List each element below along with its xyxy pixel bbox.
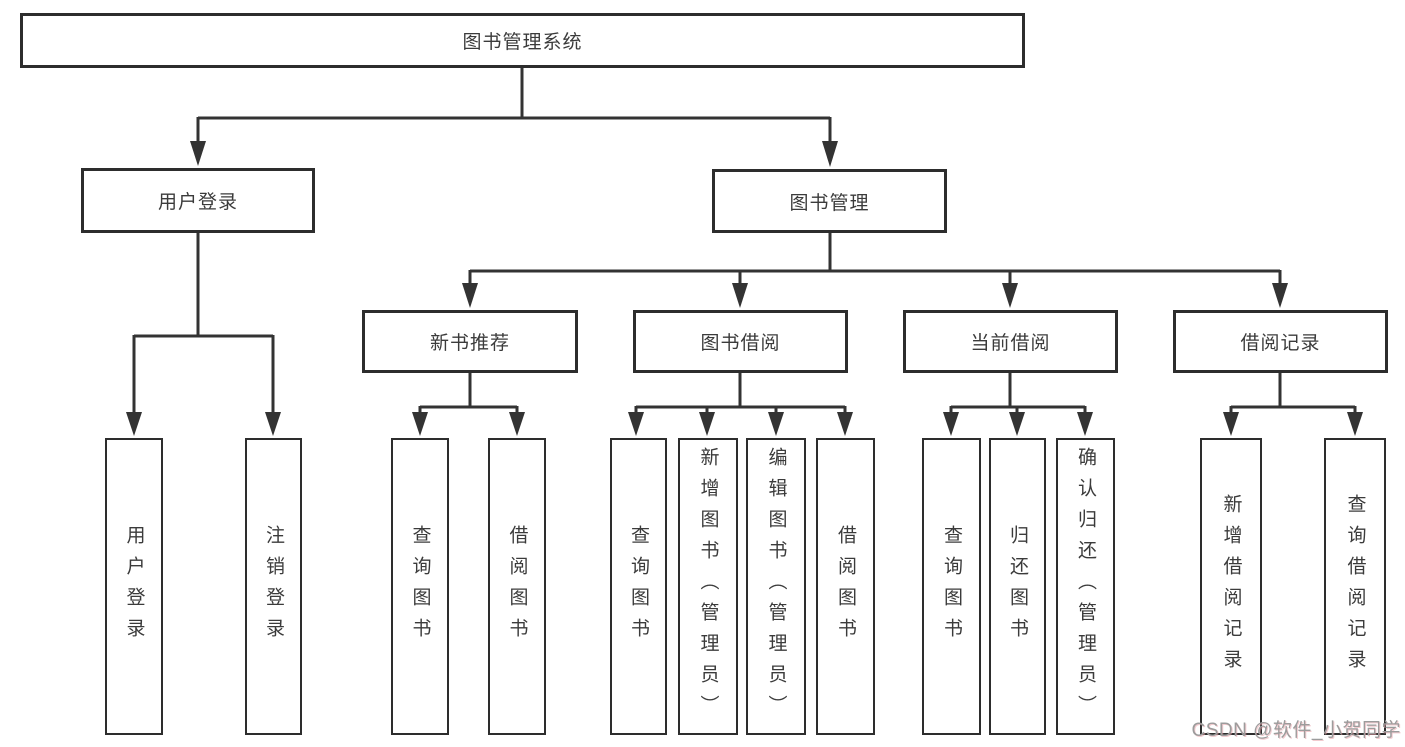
- node-cb-return-book: 归还图书: [989, 438, 1046, 735]
- node-new-book-recommend: 新书推荐: [362, 310, 578, 373]
- node-leaf-user-login: 用户登录: [105, 438, 163, 735]
- node-cb-return-book-label: 归还图书: [1007, 524, 1028, 649]
- node-bb-add-book: 新增图书（管理员）: [678, 438, 738, 735]
- node-bb-edit-book-label: 编辑图书（管理员）: [765, 447, 787, 726]
- node-root: 图书管理系统: [20, 13, 1025, 68]
- node-nb-query-book: 查询图书: [391, 438, 449, 735]
- node-nb-borrow-book-label: 借阅图书: [506, 524, 528, 649]
- node-br-add-record: 新增借阅记录: [1200, 438, 1262, 735]
- node-book-borrow: 图书借阅: [633, 310, 848, 373]
- node-leaf-logout-label: 注销登录: [263, 524, 284, 649]
- node-nb-borrow-book: 借阅图书: [488, 438, 546, 735]
- node-book-management: 图书管理: [712, 169, 947, 233]
- node-br-query-record-label: 查询借阅记录: [1344, 493, 1366, 680]
- node-leaf-logout: 注销登录: [245, 438, 302, 735]
- watermark: CSDN @软件_小贺同学: [1191, 720, 1401, 741]
- node-cb-confirm-return: 确认归还（管理员）: [1056, 438, 1115, 735]
- node-bb-query-book: 查询图书: [610, 438, 667, 735]
- node-nb-query-book-label: 查询图书: [409, 524, 431, 649]
- node-user-login: 用户登录: [81, 168, 315, 233]
- node-cb-query-book: 查询图书: [922, 438, 981, 735]
- node-bb-query-book-label: 查询图书: [628, 524, 649, 649]
- node-cb-confirm-return-label: 确认归还（管理员）: [1075, 447, 1096, 726]
- node-br-query-record: 查询借阅记录: [1324, 438, 1386, 735]
- node-cb-query-book-label: 查询图书: [941, 524, 962, 649]
- node-current-borrow: 当前借阅: [903, 310, 1118, 373]
- node-bb-add-book-label: 新增图书（管理员）: [697, 447, 719, 726]
- node-bb-borrow-book: 借阅图书: [816, 438, 875, 735]
- node-bb-edit-book: 编辑图书（管理员）: [746, 438, 806, 735]
- node-bb-borrow-book-label: 借阅图书: [835, 524, 856, 649]
- node-borrow-record: 借阅记录: [1173, 310, 1388, 373]
- node-leaf-user-login-label: 用户登录: [123, 524, 145, 649]
- node-br-add-record-label: 新增借阅记录: [1220, 493, 1242, 680]
